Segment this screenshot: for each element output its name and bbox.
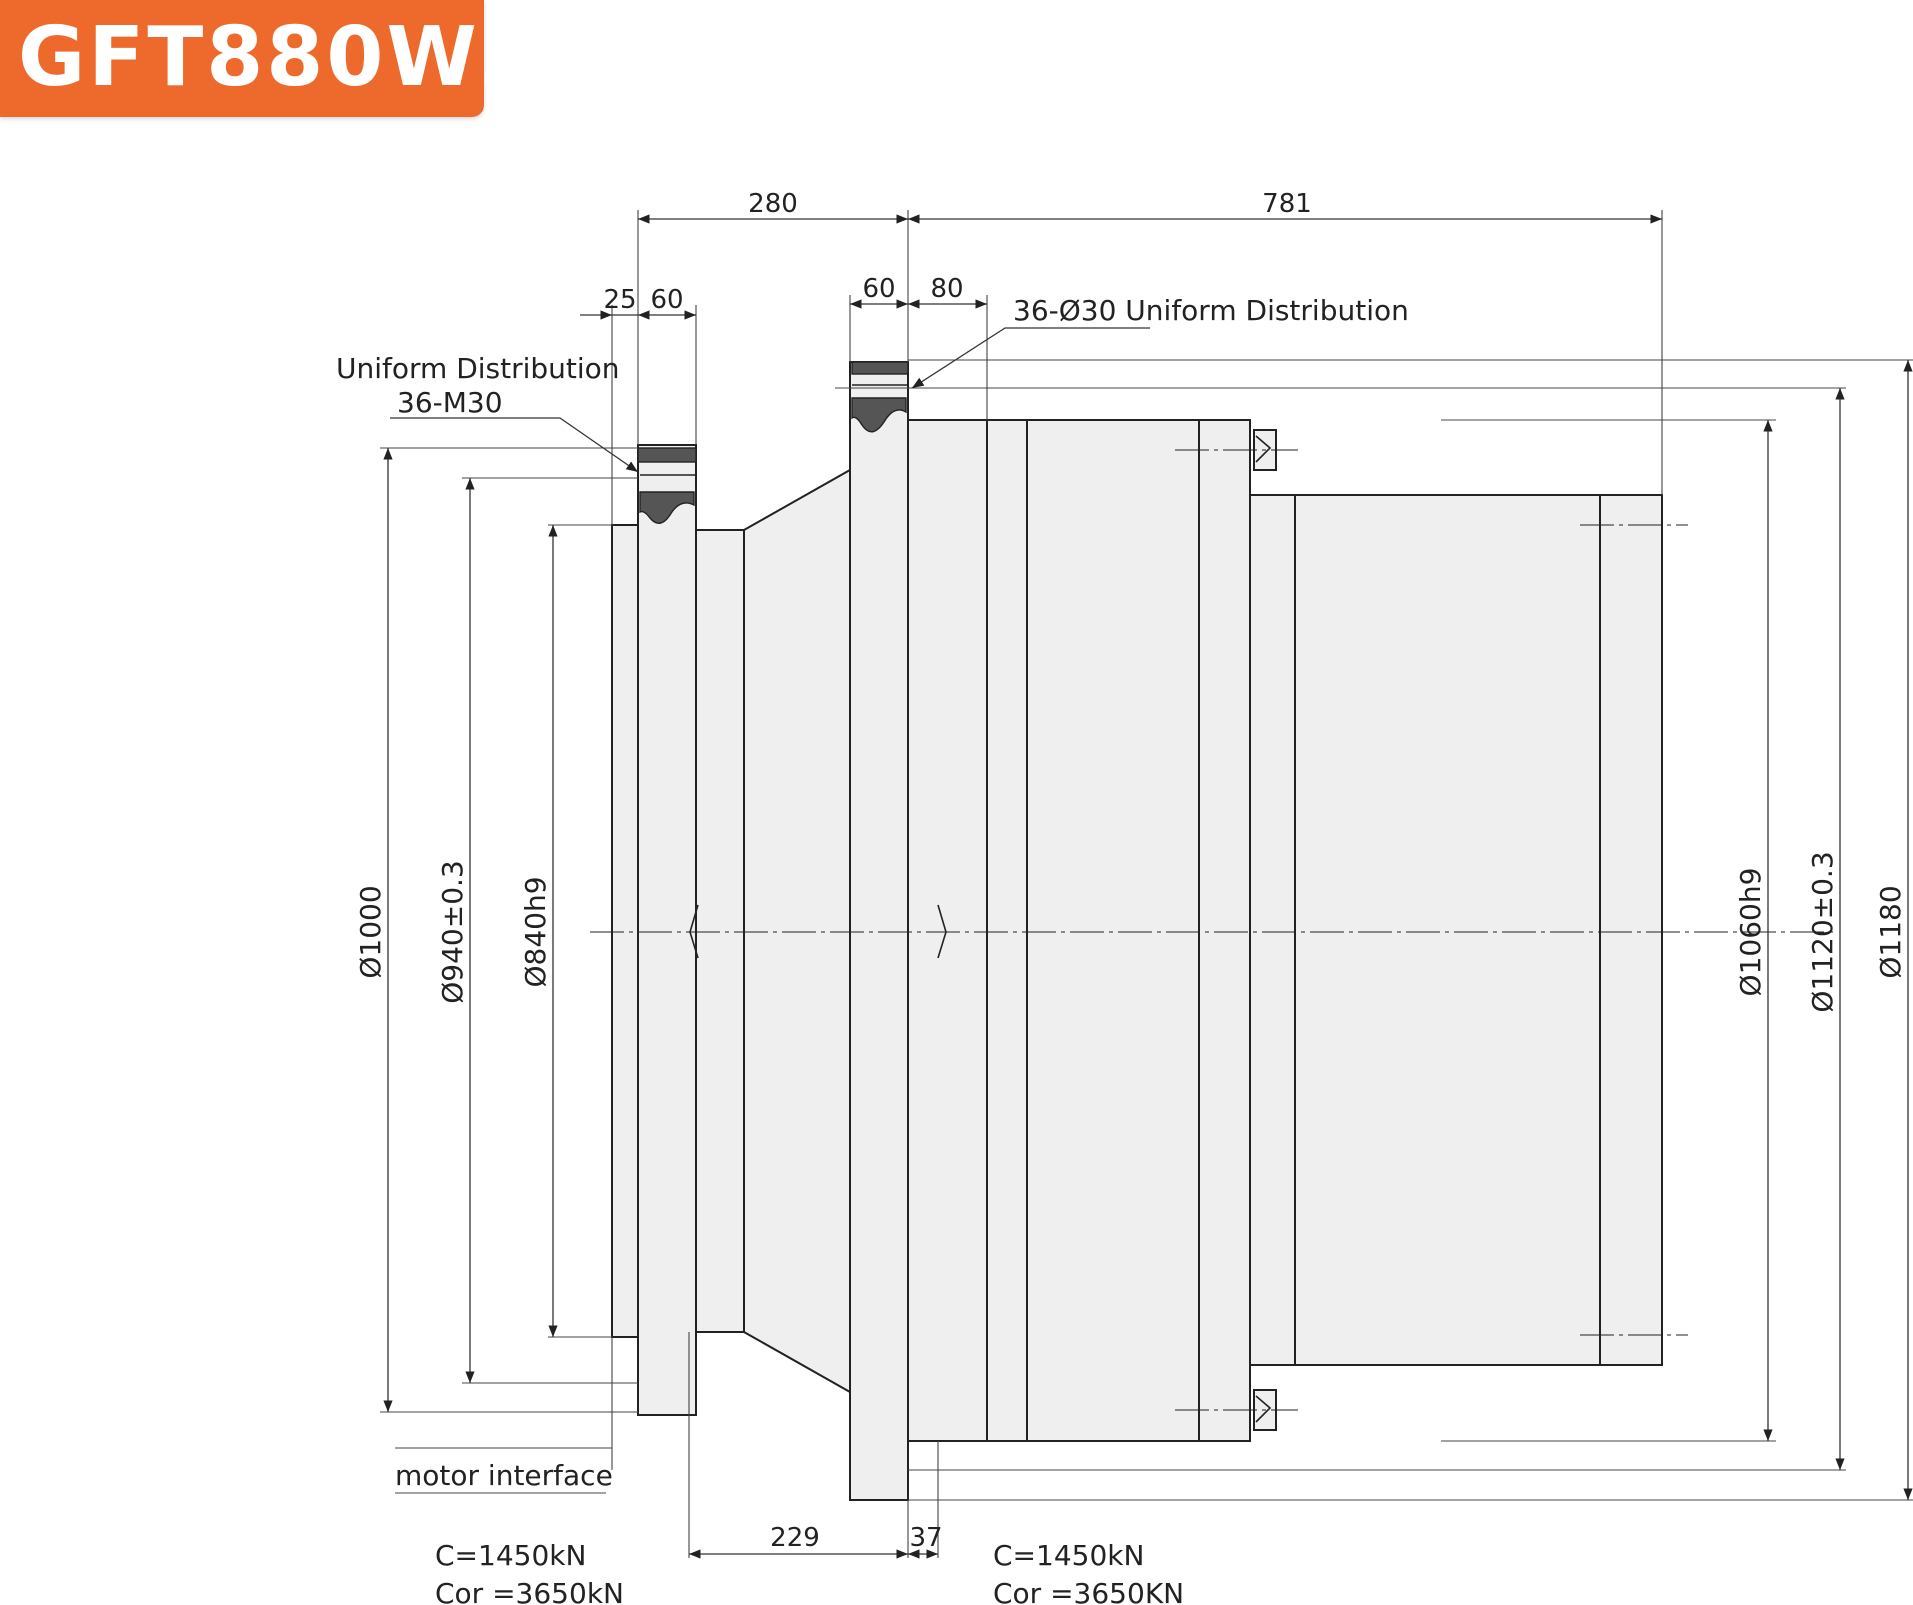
bearing-ring — [907, 419, 988, 1442]
housing-section-3 — [1198, 419, 1251, 1442]
dim-60-right: 60 — [862, 274, 895, 304]
dim-dia-840: Ø840h9 — [519, 876, 552, 987]
motor-interface-spigot — [611, 524, 639, 1338]
right-flange-section — [851, 361, 909, 375]
ratings: C=1450kN Cor =3650kN C=1450kN Cor =3650K… — [435, 1539, 1184, 1605]
model-badge: GFT880W3 — [0, 0, 537, 117]
dim-dia-940: Ø940±0.3 — [436, 860, 469, 1003]
dim-280: 280 — [748, 189, 798, 219]
right-holes-note: 36-Ø30 Uniform Distribution — [1013, 294, 1409, 327]
dim-37: 37 — [909, 1523, 942, 1553]
drum-end-ring — [1599, 494, 1663, 1366]
dim-25: 25 — [603, 285, 636, 315]
housing-section-1 — [986, 419, 1028, 1442]
left-holes-note-line1: Uniform Distribution — [336, 352, 620, 385]
dim-229: 229 — [770, 1523, 820, 1553]
dim-80: 80 — [930, 274, 963, 304]
output-flange — [849, 361, 909, 1501]
input-flange — [637, 444, 697, 1416]
dim-dia-1000: Ø1000 — [354, 885, 387, 978]
annotations: 36-Ø30 Uniform Distribution Uniform Dist… — [336, 294, 1409, 1494]
dim-60-left: 60 — [650, 285, 683, 315]
dim-781: 781 — [1262, 189, 1312, 219]
gearbox-body — [590, 361, 1835, 1501]
model-title: GFT880W3 — [18, 10, 540, 105]
left-holes-note-line2: 36-M30 — [397, 386, 503, 419]
rating-right-c: C=1450kN — [993, 1539, 1144, 1572]
dimension-labels: 280 781 25 60 60 80 Ø1000 Ø940±0.3 Ø840h… — [354, 189, 1907, 1553]
dim-dia-1060: Ø1060h9 — [1734, 868, 1767, 997]
left-thread-section — [639, 491, 695, 524]
dim-dia-1120: Ø1120±0.3 — [1806, 851, 1839, 1012]
dim-dia-1180: Ø1180 — [1874, 885, 1907, 978]
drum-step — [1249, 494, 1296, 1366]
conical-housing — [743, 468, 851, 1394]
right-bolt-section — [851, 397, 907, 433]
rating-left-c: C=1450kN — [435, 1539, 586, 1572]
rating-left-cor: Cor =3650kN — [435, 1577, 624, 1605]
motor-interface-label: motor interface — [395, 1459, 613, 1492]
housing-section-2 — [1026, 419, 1200, 1442]
left-flange-section — [637, 447, 697, 463]
output-drum — [1294, 494, 1601, 1366]
extension-lines — [380, 210, 1913, 1558]
input-hub — [695, 529, 745, 1333]
rating-right-cor: Cor =3650KN — [993, 1577, 1184, 1605]
dimension-lines — [383, 214, 1913, 1559]
